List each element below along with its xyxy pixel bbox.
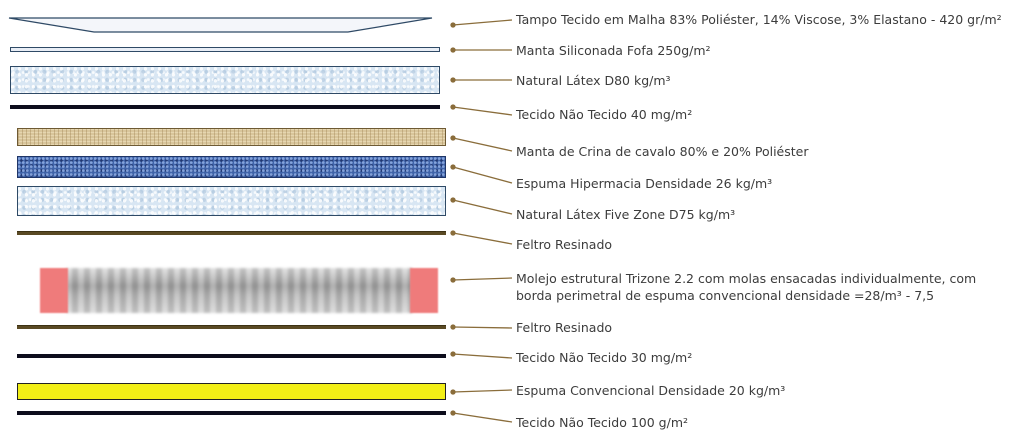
- feltro-2-layer: [17, 325, 446, 329]
- hipermacia-layer: [17, 156, 446, 178]
- tnt-100-layer: [17, 411, 446, 415]
- leader-tnt-30: [452, 353, 513, 359]
- leader-feltro-1: [452, 232, 513, 245]
- feltro-1-layer: [17, 231, 446, 235]
- leader-tampo: [452, 19, 513, 26]
- spring-edge-right: [410, 268, 438, 313]
- tnt-40-layer: [10, 105, 440, 109]
- leader-tnt-40: [452, 106, 513, 116]
- label-latex-d80: Natural Látex D80 kg/m³: [516, 73, 671, 88]
- leader-tnt-100: [452, 412, 513, 423]
- label-feltro-1: Feltro Resinado: [516, 237, 613, 252]
- manta-siliconada-layer: [10, 47, 440, 52]
- spring-edge-left: [40, 268, 68, 313]
- label-feltro-2: Feltro Resinado: [516, 320, 613, 335]
- label-molejo: Molejo estrutural Trizone 2.2 com molas …: [516, 271, 977, 303]
- tnt-30-layer: [17, 354, 446, 358]
- espuma-convencional-layer: [17, 383, 446, 400]
- label-manta-siliconada: Manta Siliconada Fofa 250g/m²: [516, 43, 711, 58]
- leader-latex-five-zone: [452, 199, 513, 215]
- spring-core: [66, 268, 412, 313]
- molejo-layer: [40, 268, 438, 313]
- label-latex-five-zone: Natural Látex Five Zone D75 kg/m³: [516, 207, 736, 222]
- label-hipermacia: Espuma Hipermacia Densidade 26 kg/m³: [516, 176, 773, 191]
- label-espuma-convencional: Espuma Convencional Densidade 20 kg/m³: [516, 383, 786, 398]
- leader-molejo: [452, 277, 513, 281]
- leader-crina: [452, 137, 513, 152]
- label-tnt-30: Tecido Não Tecido 30 mg/m²: [516, 350, 693, 365]
- label-tnt-100: Tecido Não Tecido 100 g/m²: [516, 415, 689, 430]
- leader-feltro-2: [452, 326, 513, 329]
- leader-espuma-convencional: [452, 389, 513, 393]
- latex-five-zone-layer: [17, 186, 446, 216]
- label-tampo: Tampo Tecido em Malha 83% Poliéster, 14%…: [516, 12, 1002, 27]
- leader-hipermacia: [452, 166, 513, 184]
- label-tnt-40: Tecido Não Tecido 40 mg/m²: [516, 107, 693, 122]
- tampo-layer: [8, 17, 433, 33]
- latex-d80-layer: [10, 66, 440, 94]
- crina-layer: [17, 128, 446, 146]
- label-crina: Manta de Crina de cavalo 80% e 20% Polié…: [516, 144, 809, 159]
